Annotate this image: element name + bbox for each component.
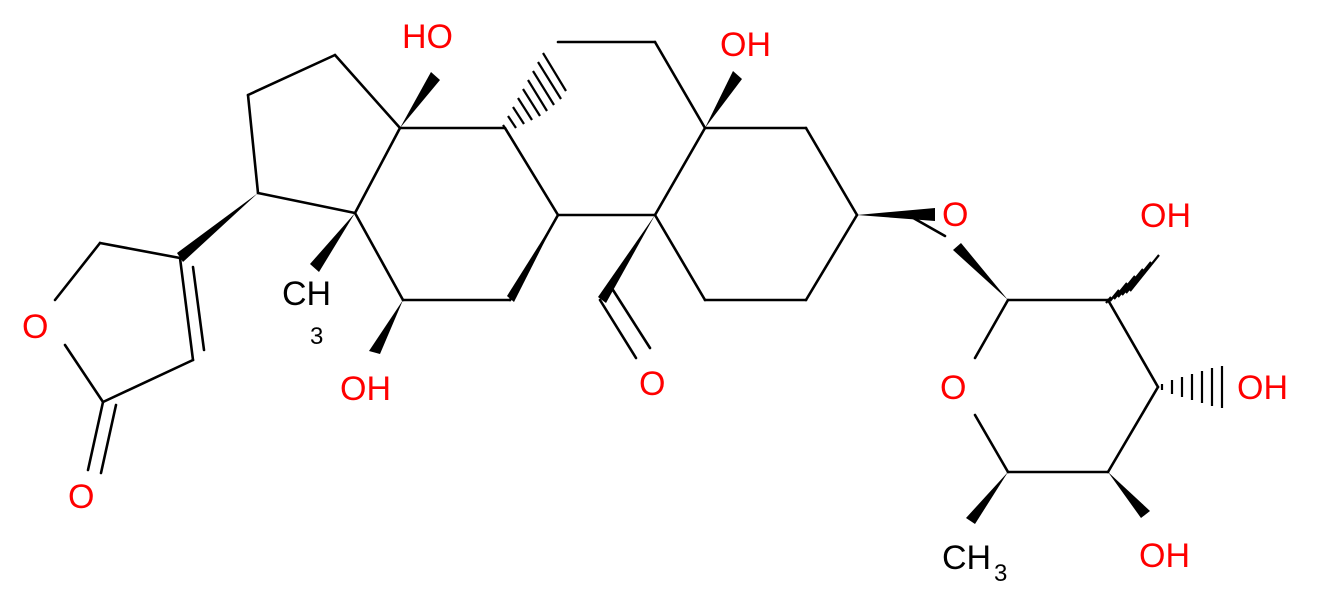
- bond: [246, 53, 337, 97]
- sugar-hydroxyl-4-label: OH: [1139, 537, 1190, 575]
- bond: [98, 241, 182, 260]
- bond: [973, 298, 1010, 360]
- bond: [804, 213, 859, 302]
- aldehyde-oxygen-label: O: [639, 365, 665, 403]
- bonds: [53, 40, 1160, 475]
- lactone-carbonyl-oxygen-label: O: [68, 478, 94, 516]
- bond: [101, 358, 195, 404]
- sugar-methyl-subscript: 3: [994, 560, 1007, 587]
- bond: [598, 298, 638, 360]
- bond: [353, 126, 402, 215]
- bond: [653, 126, 707, 217]
- bond: [191, 265, 206, 352]
- bond: [653, 213, 707, 302]
- hashed-bond: [1105, 254, 1160, 304]
- bond: [973, 413, 1010, 474]
- bond: [53, 241, 102, 302]
- bond: [611, 288, 652, 350]
- hashed-bond: [502, 52, 567, 132]
- bond: [246, 93, 260, 195]
- sugar-hydroxyl-3-label: OH: [1237, 369, 1288, 407]
- hydroxyl-c14-label: HO: [402, 18, 453, 56]
- methyl-c18-label: CH: [282, 275, 331, 313]
- wedge-bond: [598, 215, 655, 303]
- wedge-bond: [953, 243, 1008, 300]
- wedge-bonds: [177, 71, 1150, 524]
- wedge-bond: [177, 193, 258, 262]
- bond: [1106, 385, 1160, 474]
- bond: [256, 191, 357, 215]
- sugar-ring-oxygen-label: O: [940, 369, 966, 407]
- sugar-methyl-label: CH: [942, 539, 991, 577]
- bond: [99, 403, 118, 475]
- hashed-bond: [1160, 366, 1224, 408]
- hashed-bonds: [502, 52, 1224, 408]
- bond: [178, 256, 195, 362]
- hydroxyl-c5-label: OH: [720, 26, 771, 64]
- wedge-bond: [705, 71, 742, 128]
- methyl-c18-subscript: 3: [310, 323, 323, 350]
- bond: [63, 343, 105, 404]
- bond: [1106, 298, 1160, 389]
- hydroxyl-c12-label: OH: [340, 370, 391, 408]
- wedge-bond: [400, 72, 440, 128]
- sugar-hydroxyl-2-label: OH: [1140, 197, 1191, 235]
- wedge-bond: [1108, 472, 1150, 518]
- wedge-bond: [310, 213, 355, 272]
- bond: [86, 400, 105, 472]
- wedge-bond: [507, 215, 558, 302]
- glycosidic-oxygen-label: O: [942, 196, 968, 234]
- wedge-bond: [369, 300, 403, 354]
- bond: [804, 126, 859, 217]
- wedge-bond: [857, 208, 935, 221]
- lactone-ring-oxygen-label: O: [22, 308, 48, 346]
- bond: [653, 40, 707, 130]
- bond: [353, 211, 405, 302]
- atom-labels: HO OH CH 3 OH O O O OH OH OH CH 3 O O: [22, 18, 1288, 587]
- bond: [503, 126, 560, 217]
- wedge-bond: [966, 472, 1008, 524]
- bond: [333, 53, 402, 130]
